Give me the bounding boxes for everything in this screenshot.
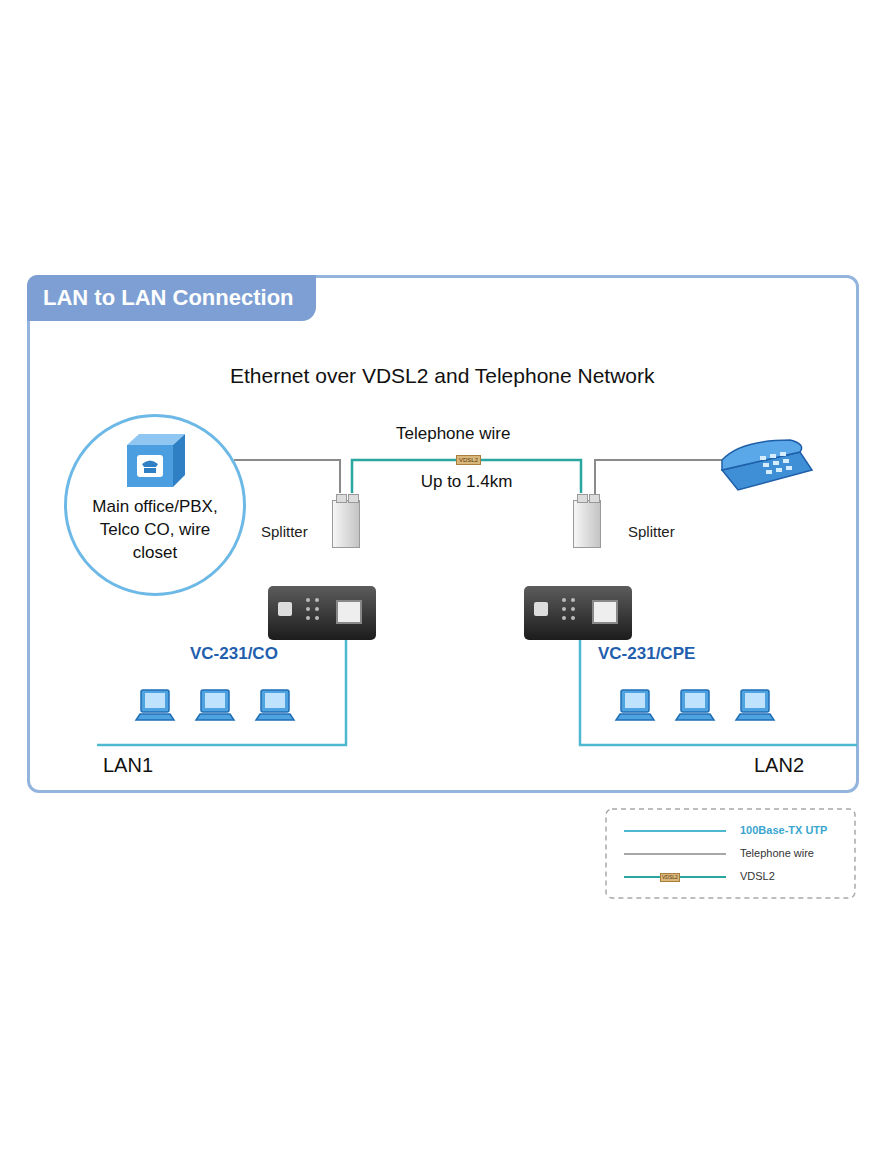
led xyxy=(315,616,319,620)
title-text: LAN to LAN Connection xyxy=(43,285,294,311)
splitter-port xyxy=(336,494,347,503)
vdsl-converter: VC-231/CPE xyxy=(524,586,632,640)
title-tab: LAN to LAN Connection xyxy=(27,275,316,321)
legend-text: 100Base-TX UTP xyxy=(740,824,827,836)
led xyxy=(562,616,566,620)
led xyxy=(315,607,319,611)
led xyxy=(562,607,566,611)
splitter-box: Splitter xyxy=(332,500,360,548)
lan-label: LAN1 xyxy=(103,754,153,777)
model-label: VC-231/CO xyxy=(190,644,278,664)
led xyxy=(315,598,319,602)
lan-label: LAN2 xyxy=(754,754,804,777)
distance-label: Up to 1.4km xyxy=(419,472,515,492)
legend-text: Telephone wire xyxy=(740,847,814,859)
led xyxy=(306,598,310,602)
site-circle: Main office/PBX, Telco CO, wire closet xyxy=(64,414,246,596)
led xyxy=(562,598,566,602)
pbx-icon xyxy=(123,431,187,489)
site-label: Main office/PBX, Telco CO, wire closet xyxy=(88,495,222,564)
subtitle: Ethernet over VDSL2 and Telephone Networ… xyxy=(230,364,655,388)
splitter-port xyxy=(589,494,600,503)
rj45-port xyxy=(336,600,362,624)
splitter-box: Splitter xyxy=(573,500,601,548)
phone-icon xyxy=(722,440,812,490)
splitter-label: Splitter xyxy=(261,523,308,540)
vdsl2-marker: VDSL2 xyxy=(660,873,680,882)
vdsl2-marker: VDSL2 xyxy=(456,455,481,465)
led xyxy=(571,598,575,602)
vdsl-converter: VC-231/CO xyxy=(268,586,376,640)
model-label: VC-231/CPE xyxy=(598,644,695,664)
legend-text: VDSL2 xyxy=(740,870,775,882)
splitter-port xyxy=(577,494,588,503)
led xyxy=(571,607,575,611)
splitter-port xyxy=(348,494,359,503)
led xyxy=(571,616,575,620)
splitter-label: Splitter xyxy=(628,523,675,540)
rj45-port xyxy=(592,600,618,624)
led xyxy=(306,607,310,611)
rj11-port xyxy=(534,602,548,616)
led xyxy=(306,616,310,620)
wire-label: Telephone wire xyxy=(396,424,510,444)
rj11-port xyxy=(278,602,292,616)
wire-connector xyxy=(234,460,340,493)
